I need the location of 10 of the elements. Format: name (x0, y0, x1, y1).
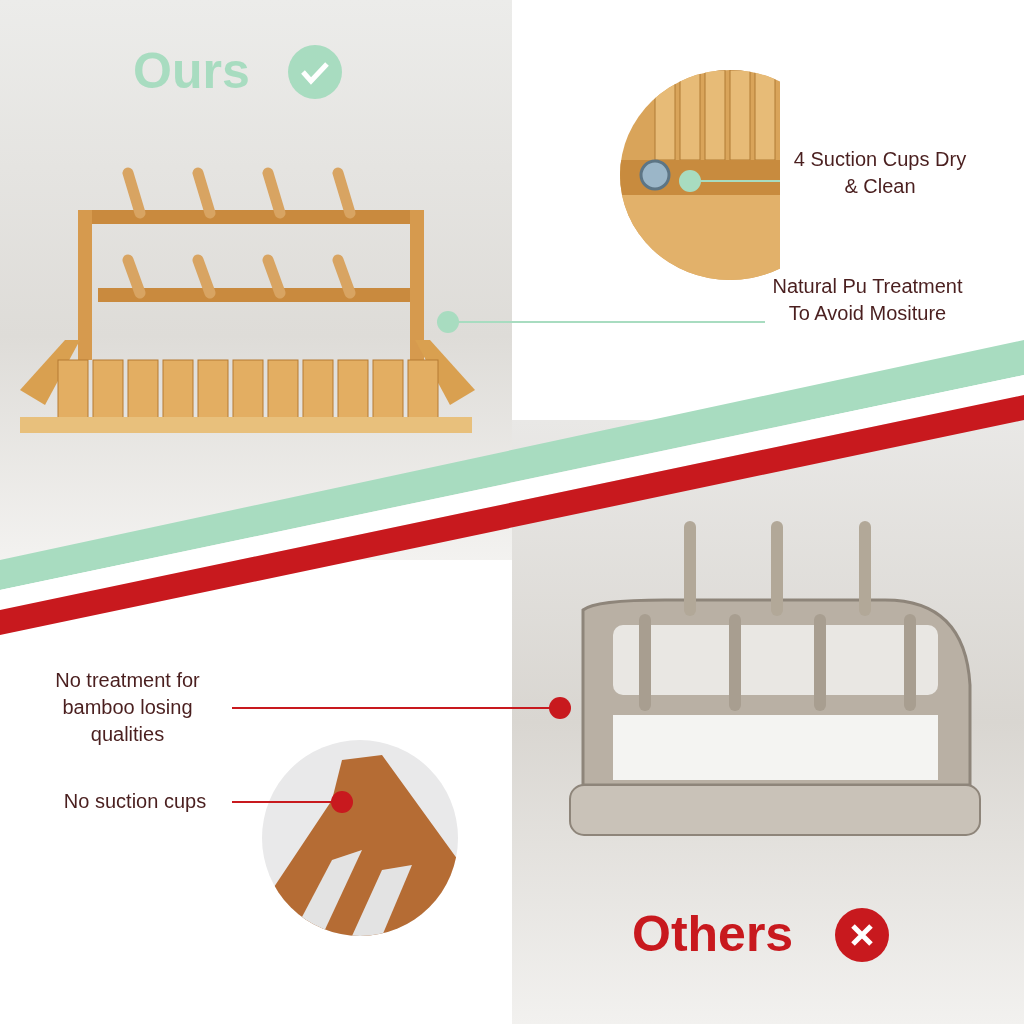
heading: Ours (133, 42, 250, 100)
leader-line (679, 170, 781, 192)
heading: Others (632, 905, 794, 963)
leader-line (231, 697, 571, 719)
callout-text: 4 Suction Cups Dry & Clean (785, 146, 975, 202)
callout-text: No treatment for bamboo losing qualities (25, 667, 230, 751)
callout-text: No suction cups (40, 788, 230, 816)
leader-line (437, 311, 766, 333)
callout-text: Natural Pu Treatment To Avoid Mositure (770, 273, 965, 357)
leader-line (231, 791, 353, 813)
